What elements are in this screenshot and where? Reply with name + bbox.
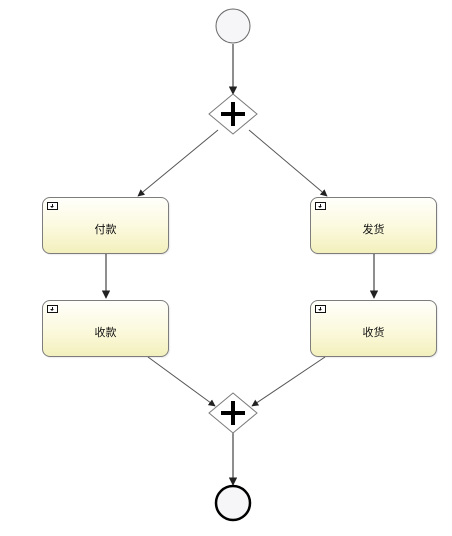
task-receive-payment-label: 收款 bbox=[94, 326, 117, 339]
parallel-fork-gateway[interactable] bbox=[208, 93, 258, 135]
plus-icon bbox=[221, 401, 245, 425]
flow-receive-goods-to-join[interactable] bbox=[251, 356, 326, 407]
flow-receive-payment-to-join[interactable] bbox=[147, 356, 216, 407]
plus-icon bbox=[221, 102, 245, 126]
task-receive-goods-label: 收货 bbox=[362, 326, 385, 339]
flow-fork-to-pay[interactable] bbox=[137, 129, 219, 197]
user-task-icon bbox=[315, 202, 326, 210]
task-ship-label: 发货 bbox=[362, 223, 385, 236]
task-receive-payment[interactable]: 收款 bbox=[42, 300, 169, 357]
task-receive-goods[interactable]: 收货 bbox=[310, 300, 437, 357]
task-ship[interactable]: 发货 bbox=[310, 197, 437, 254]
user-task-icon bbox=[47, 202, 58, 210]
user-task-icon bbox=[47, 305, 58, 313]
task-pay-label: 付款 bbox=[94, 223, 117, 236]
user-task-icon bbox=[315, 305, 326, 313]
end-event-icon[interactable] bbox=[214, 484, 252, 522]
flow-fork-to-ship[interactable] bbox=[248, 129, 328, 197]
parallel-join-gateway[interactable] bbox=[208, 392, 258, 434]
task-pay[interactable]: 付款 bbox=[42, 197, 169, 254]
start-event-icon[interactable] bbox=[215, 8, 251, 44]
